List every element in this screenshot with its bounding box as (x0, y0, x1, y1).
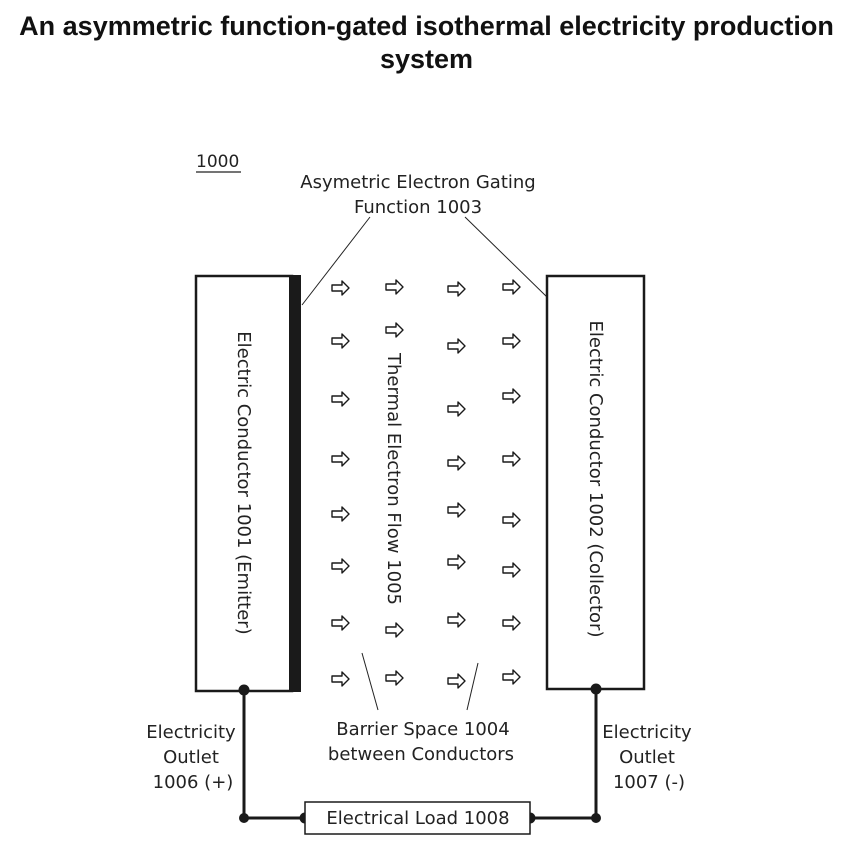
emitter-conductor (194, 274, 294, 693)
outlet-right-line-2: Outlet (619, 747, 675, 768)
right-arrow-icon (502, 333, 521, 349)
right-arrow-icon (331, 280, 350, 296)
figure-number: 1000 (196, 152, 239, 172)
barrier-leader-left (361, 652, 379, 711)
right-arrow-icon (331, 506, 350, 522)
electrical-load-box (304, 801, 531, 835)
barrier-leader-right (466, 662, 479, 711)
left-terminal-node (238, 684, 250, 696)
right-terminal-node (590, 683, 602, 695)
barrier-label-line-1: Barrier Space 1004 (336, 719, 509, 740)
page-title-line-1: An asymmetric function-gated isothermal … (19, 11, 834, 41)
right-arrow-icon (447, 338, 466, 354)
outlet-left-line-1: Electricity (146, 722, 236, 743)
right-arrow-icon (331, 391, 350, 407)
outlet-right-line-3: 1007 (-) (613, 772, 685, 793)
barrier-label-line-2: between Conductors (328, 744, 514, 765)
outlet-right-line-1: Electricity (602, 722, 692, 743)
right-arrow-icon (502, 279, 521, 295)
right-arrow-icon (385, 670, 404, 686)
right-arrow-icon (447, 612, 466, 628)
right-arrow-icon (502, 562, 521, 578)
gating-label-line-2: Function 1003 (354, 197, 482, 218)
right-arrow-icon (331, 333, 350, 349)
collector-label: Electric Conductor 1002 (Collector) (585, 321, 606, 638)
page-title-line-2: system (379, 44, 474, 74)
right-arrow-icon (447, 401, 466, 417)
load-label: Electrical Load 1008 (326, 808, 509, 829)
right-arrow-icon (502, 512, 521, 528)
outlet-left-line-3: 1006 (+) (153, 772, 234, 793)
right-arrow-icon (331, 451, 350, 467)
right-arrow-icon (447, 673, 466, 689)
right-corner-node (591, 813, 601, 823)
right-arrow-icon (385, 622, 404, 638)
right-arrow-icon (447, 281, 466, 297)
gating-layer (289, 275, 301, 692)
gating-leader-left (301, 216, 371, 306)
outlet-left-line-2: Outlet (163, 747, 219, 768)
emitter-label: Electric Conductor 1001 (Emitter) (233, 331, 254, 634)
right-arrow-icon (331, 615, 350, 631)
right-arrow-icon (331, 558, 350, 574)
collector-conductor (545, 274, 646, 691)
gating-leader-right (464, 216, 549, 299)
right-arrow-icon (502, 615, 521, 631)
right-wire (530, 689, 598, 820)
right-arrow-icon (447, 455, 466, 471)
right-arrow-icon (385, 322, 404, 338)
gating-label-line-1: Asymetric Electron Gating (300, 172, 535, 193)
right-arrow-icon (502, 451, 521, 467)
left-wire (242, 690, 305, 820)
electron-flow-arrows (331, 279, 521, 689)
right-arrow-icon (447, 554, 466, 570)
right-arrow-icon (502, 388, 521, 404)
right-arrow-icon (385, 279, 404, 295)
right-arrow-icon (502, 669, 521, 685)
right-arrow-icon (331, 671, 350, 687)
flow-label: Thermal Electron Flow 1005 (383, 352, 404, 605)
right-arrow-icon (447, 502, 466, 518)
left-corner-node (239, 813, 249, 823)
page-title: An asymmetric function-gated isothermal … (0, 10, 853, 76)
